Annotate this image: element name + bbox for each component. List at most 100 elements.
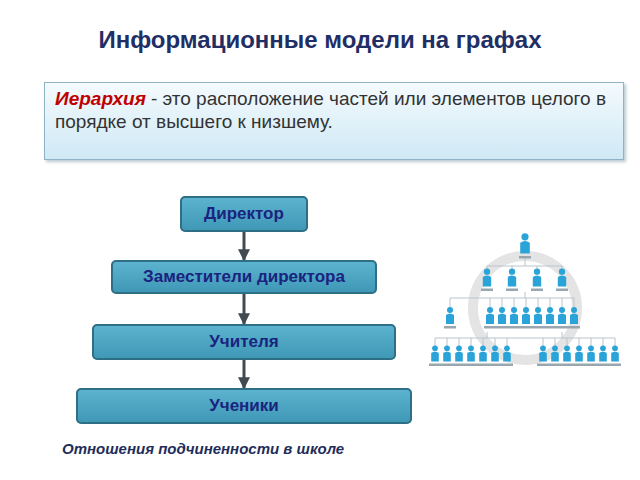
- person-body: [498, 314, 506, 325]
- person-icon: [549, 345, 561, 366]
- person-icon: [441, 345, 453, 366]
- person-body: [510, 314, 518, 325]
- person-head: [480, 345, 486, 351]
- org-line: [487, 266, 562, 267]
- watermark-ring: [473, 256, 577, 360]
- term: Иерархия: [55, 88, 146, 109]
- person-head: [564, 345, 570, 351]
- org-line: [487, 332, 488, 338]
- person-icon: [453, 345, 465, 366]
- person-icon: [609, 345, 621, 366]
- name-plate: [441, 364, 453, 367]
- person-body: [534, 314, 542, 325]
- name-plate: [561, 364, 573, 367]
- person-icon: [519, 233, 531, 258]
- person-head: [535, 307, 541, 313]
- org-line: [435, 338, 615, 339]
- name-plate: [429, 364, 441, 367]
- person-body: [611, 352, 619, 362]
- person-icon: [496, 307, 508, 329]
- person-head: [447, 307, 453, 313]
- person-icon: [484, 307, 496, 329]
- person-head: [444, 345, 450, 351]
- org-line: [435, 338, 436, 346]
- person-head: [484, 269, 490, 275]
- name-plate: [537, 364, 549, 367]
- name-plate: [609, 364, 621, 367]
- person-body: [575, 352, 583, 362]
- org-line: [450, 298, 451, 308]
- box-label: Ученики: [209, 396, 279, 416]
- org-line: [525, 258, 526, 266]
- name-plate: [573, 364, 585, 367]
- name-plate: [531, 289, 543, 292]
- person-head: [540, 345, 546, 351]
- person-body: [467, 352, 475, 362]
- person-icon: [489, 345, 501, 366]
- person-head: [468, 345, 474, 351]
- name-plate: [519, 256, 531, 259]
- person-icon: [477, 345, 489, 366]
- person-body: [483, 275, 491, 286]
- org-line: [562, 332, 563, 338]
- person-head: [509, 269, 515, 275]
- org-line: [447, 338, 448, 346]
- person-icon: [537, 345, 549, 366]
- person-head: [432, 345, 438, 351]
- person-icon: [568, 307, 580, 329]
- org-line: [514, 298, 515, 308]
- person-icon: [597, 345, 609, 366]
- person-icon: [556, 269, 568, 291]
- person-head: [511, 307, 517, 313]
- picture-ground: [425, 228, 625, 380]
- name-plate: [597, 364, 609, 367]
- name-plate: [585, 364, 597, 367]
- org-line: [538, 298, 539, 308]
- org-line: [502, 298, 503, 308]
- person-head: [576, 345, 582, 351]
- person-body: [455, 352, 463, 362]
- org-line: [495, 338, 496, 346]
- person-head: [504, 345, 510, 351]
- person-body: [563, 352, 571, 362]
- name-plate: [481, 289, 493, 292]
- person-head: [499, 307, 505, 313]
- org-line: [471, 338, 472, 346]
- name-plate: [532, 326, 544, 329]
- person-head: [559, 307, 565, 313]
- name-plate: [556, 289, 568, 292]
- person-body: [570, 314, 578, 325]
- name-plate: [484, 326, 496, 329]
- arrow-connector: [243, 294, 246, 324]
- box-label: Заместители директора: [143, 267, 345, 287]
- person-icon: [573, 345, 585, 366]
- person-body: [446, 314, 454, 325]
- name-plate: [549, 364, 561, 367]
- person-body: [503, 352, 511, 362]
- box-label: Учителя: [209, 332, 278, 352]
- person-icon: [429, 345, 441, 366]
- name-plate: [501, 364, 513, 367]
- person-icon: [501, 345, 513, 366]
- person-head: [523, 307, 529, 313]
- person-head: [487, 307, 493, 313]
- person-body: [558, 314, 566, 325]
- org-chart-picture: [425, 228, 625, 380]
- hierarchy-box: Учителя: [92, 324, 396, 360]
- name-plate: [496, 326, 508, 329]
- org-line: [555, 338, 556, 346]
- org-line: [507, 338, 508, 346]
- name-plate: [489, 364, 501, 367]
- person-body: [520, 241, 530, 254]
- person-head: [612, 345, 618, 351]
- org-line: [525, 292, 526, 298]
- hierarchy-box: Директор: [180, 196, 308, 232]
- person-icon: [520, 307, 532, 329]
- person-icon: [481, 269, 493, 291]
- person-icon: [508, 307, 520, 329]
- org-line: [483, 338, 484, 346]
- org-line: [615, 338, 616, 346]
- org-line: [450, 298, 574, 299]
- person-icon: [532, 307, 544, 329]
- box-label: Директор: [204, 204, 284, 224]
